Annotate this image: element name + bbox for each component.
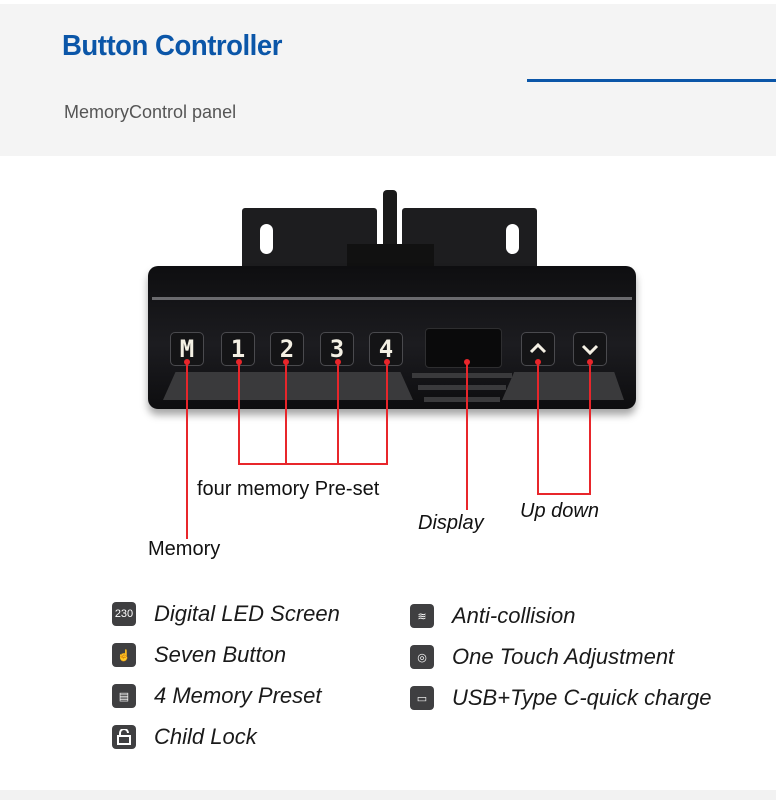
- feature-label: Digital LED Screen: [154, 601, 340, 626]
- vent-line: [424, 397, 500, 402]
- vent-line: [412, 373, 512, 378]
- unlock-icon: [112, 725, 136, 749]
- led-screen-icon: 230: [112, 602, 136, 626]
- chevron-up-icon: [529, 342, 547, 354]
- feature-item: Child Lock: [112, 724, 257, 750]
- feature-item: ▭ USB+Type C-quick charge: [410, 685, 711, 711]
- preset-line: [386, 362, 388, 464]
- updown-bracket: [537, 493, 591, 495]
- usb-icon: ▭: [410, 686, 434, 710]
- mount-slot: [506, 224, 519, 254]
- mount-slot: [260, 224, 273, 254]
- feature-item: ≋ Anti-collision: [410, 603, 576, 629]
- body-highlight: [152, 297, 632, 300]
- display-line: [466, 362, 468, 510]
- texture-strip-right: [502, 372, 624, 400]
- led-display: [425, 328, 502, 368]
- preset-key-4[interactable]: 4: [369, 332, 403, 366]
- feature-label: Child Lock: [154, 724, 257, 749]
- title-underline: [527, 79, 776, 82]
- label-presets: four memory Pre-set: [197, 478, 380, 500]
- feature-label: 4 Memory Preset: [154, 683, 322, 708]
- texture-strip-left: [163, 372, 413, 400]
- page-subtitle: MemoryControl panel: [64, 102, 237, 122]
- one-touch-icon: ◎: [410, 645, 434, 669]
- memory-card-icon: ▤: [112, 684, 136, 708]
- chevron-down-icon: [581, 344, 599, 356]
- label-memory: Memory: [148, 538, 221, 560]
- memory-line: [186, 362, 188, 539]
- feature-item: ☝ Seven Button: [112, 642, 286, 668]
- feature-item: ◎ One Touch Adjustment: [410, 644, 674, 670]
- feature-item: ▤ 4 Memory Preset: [112, 683, 322, 709]
- preset-bracket: [238, 463, 388, 465]
- label-display: Display: [418, 512, 484, 534]
- updown-line: [589, 362, 591, 494]
- feature-label: USB+Type C-quick charge: [452, 685, 712, 710]
- feature-label: One Touch Adjustment: [452, 644, 675, 669]
- preset-key-2[interactable]: 2: [270, 332, 304, 366]
- feature-label: Anti-collision: [452, 603, 576, 628]
- touch-finger-icon: ☝: [112, 643, 136, 667]
- preset-line: [285, 362, 287, 464]
- preset-line: [337, 362, 339, 464]
- label-updown: Up down: [520, 500, 599, 522]
- anti-collision-icon: ≋: [410, 604, 434, 628]
- cable: [383, 190, 397, 250]
- preset-line: [238, 362, 240, 464]
- page-title: Button Controller: [62, 30, 282, 62]
- feature-label: Seven Button: [154, 642, 287, 667]
- feature-item: 230 Digital LED Screen: [112, 601, 340, 627]
- footer-band: [0, 790, 776, 800]
- updown-line: [537, 362, 539, 494]
- memory-key[interactable]: M: [170, 332, 204, 366]
- vent-line: [418, 385, 506, 390]
